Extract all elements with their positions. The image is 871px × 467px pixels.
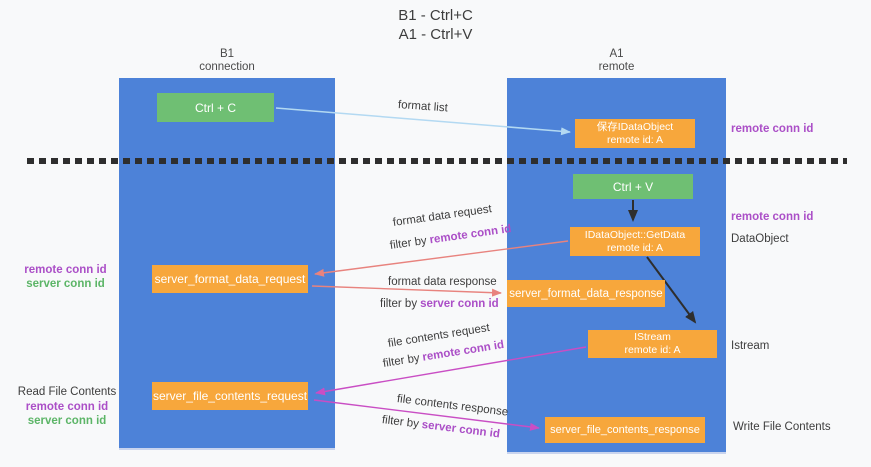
left-bottom-remote-conn-id-label: remote conn id bbox=[25, 401, 109, 413]
diagram-title: B1 - Ctrl+C A1 - Ctrl+V bbox=[0, 6, 871, 44]
ctrl-v-box: Ctrl + V bbox=[573, 174, 693, 199]
dataobject-label: DataObject bbox=[731, 233, 789, 245]
format-data-request-filter-prefix: filter by bbox=[389, 234, 428, 252]
istream-line2: remote id: A bbox=[624, 344, 681, 356]
left-mid-remote-conn-id-label: remote conn id bbox=[24, 264, 107, 276]
istream-side-label: Istream bbox=[731, 340, 770, 352]
session-divider-dashed-line bbox=[27, 158, 847, 164]
server-format-data-request-box: server_format_data_request bbox=[152, 265, 308, 293]
format-data-response-filter-prefix: filter by bbox=[380, 298, 418, 310]
save-idataobject-line1: 保存IDataObject bbox=[596, 120, 674, 133]
istream-line1: IStream bbox=[634, 331, 671, 343]
right-remote-conn-id-mid-label: remote conn id bbox=[731, 211, 814, 223]
save-idataobject-line2: remote id: A bbox=[606, 133, 664, 146]
title-line-1: B1 - Ctrl+C bbox=[398, 7, 473, 24]
format-data-response-label: format data response bbox=[388, 276, 497, 288]
left-bottom-labels: Read File Contents remote conn id server… bbox=[16, 384, 118, 428]
format-request-label: server_format_data_request bbox=[154, 272, 306, 286]
read-file-contents-label: Read File Contents bbox=[17, 386, 117, 398]
right-remote-conn-id-top-label: remote conn id bbox=[731, 123, 814, 135]
write-file-contents-label: Write File Contents bbox=[733, 421, 831, 433]
format-data-request-label: format data request bbox=[392, 203, 493, 229]
left-mid-conn-id-labels: remote conn id server conn id bbox=[18, 263, 113, 291]
file-request-label: server_file_contents_request bbox=[152, 389, 308, 403]
left-mid-server-conn-id-label: server conn id bbox=[26, 278, 105, 290]
lane-a1-sub: remote bbox=[598, 61, 635, 73]
format-data-request-filter-key: remote conn id bbox=[428, 223, 513, 247]
lane-b1-sub: connection bbox=[199, 61, 255, 73]
server-file-contents-response-box: server_file_contents_response bbox=[545, 417, 705, 443]
save-idataobject-box: 保存IDataObject remote id: A bbox=[575, 119, 695, 148]
title-line-2: A1 - Ctrl+V bbox=[398, 26, 473, 43]
format-data-response-filter-key: server conn id bbox=[420, 298, 499, 310]
file-contents-response-filter-prefix: filter by bbox=[381, 414, 420, 431]
file-response-label: server_file_contents_response bbox=[550, 424, 700, 436]
ctrl-v-label: Ctrl + V bbox=[612, 179, 654, 194]
getdata-line2: remote id: A bbox=[606, 241, 664, 254]
idataobject-getdata-box: IDataObject::GetData remote id: A bbox=[570, 227, 700, 256]
format-list-label: format list bbox=[397, 99, 449, 115]
file-contents-response-label: file contents response bbox=[396, 393, 509, 419]
ctrl-c-box: Ctrl + C bbox=[157, 93, 274, 122]
getdata-line1: IDataObject::GetData bbox=[584, 228, 686, 241]
server-file-contents-request-box: server_file_contents_request bbox=[152, 382, 308, 410]
format-data-request-filter-label: filter byremote conn id bbox=[389, 223, 512, 252]
format-response-label: server_format_data_response bbox=[509, 287, 663, 300]
lane-header-b1: B1 connection bbox=[119, 48, 335, 74]
ctrl-c-label: Ctrl + C bbox=[194, 100, 236, 115]
file-contents-response-filter-key: server conn id bbox=[421, 418, 501, 441]
left-bottom-server-conn-id-label: server conn id bbox=[27, 415, 107, 427]
lane-b1-name: B1 bbox=[219, 48, 235, 60]
lane-a1-name: A1 bbox=[609, 48, 624, 60]
lane-header-a1: A1 remote bbox=[507, 48, 726, 74]
istream-box: IStream remote id: A bbox=[588, 330, 717, 358]
server-format-data-response-box: server_format_data_response bbox=[507, 280, 665, 307]
file-contents-request-filter-prefix: filter by bbox=[382, 352, 421, 370]
